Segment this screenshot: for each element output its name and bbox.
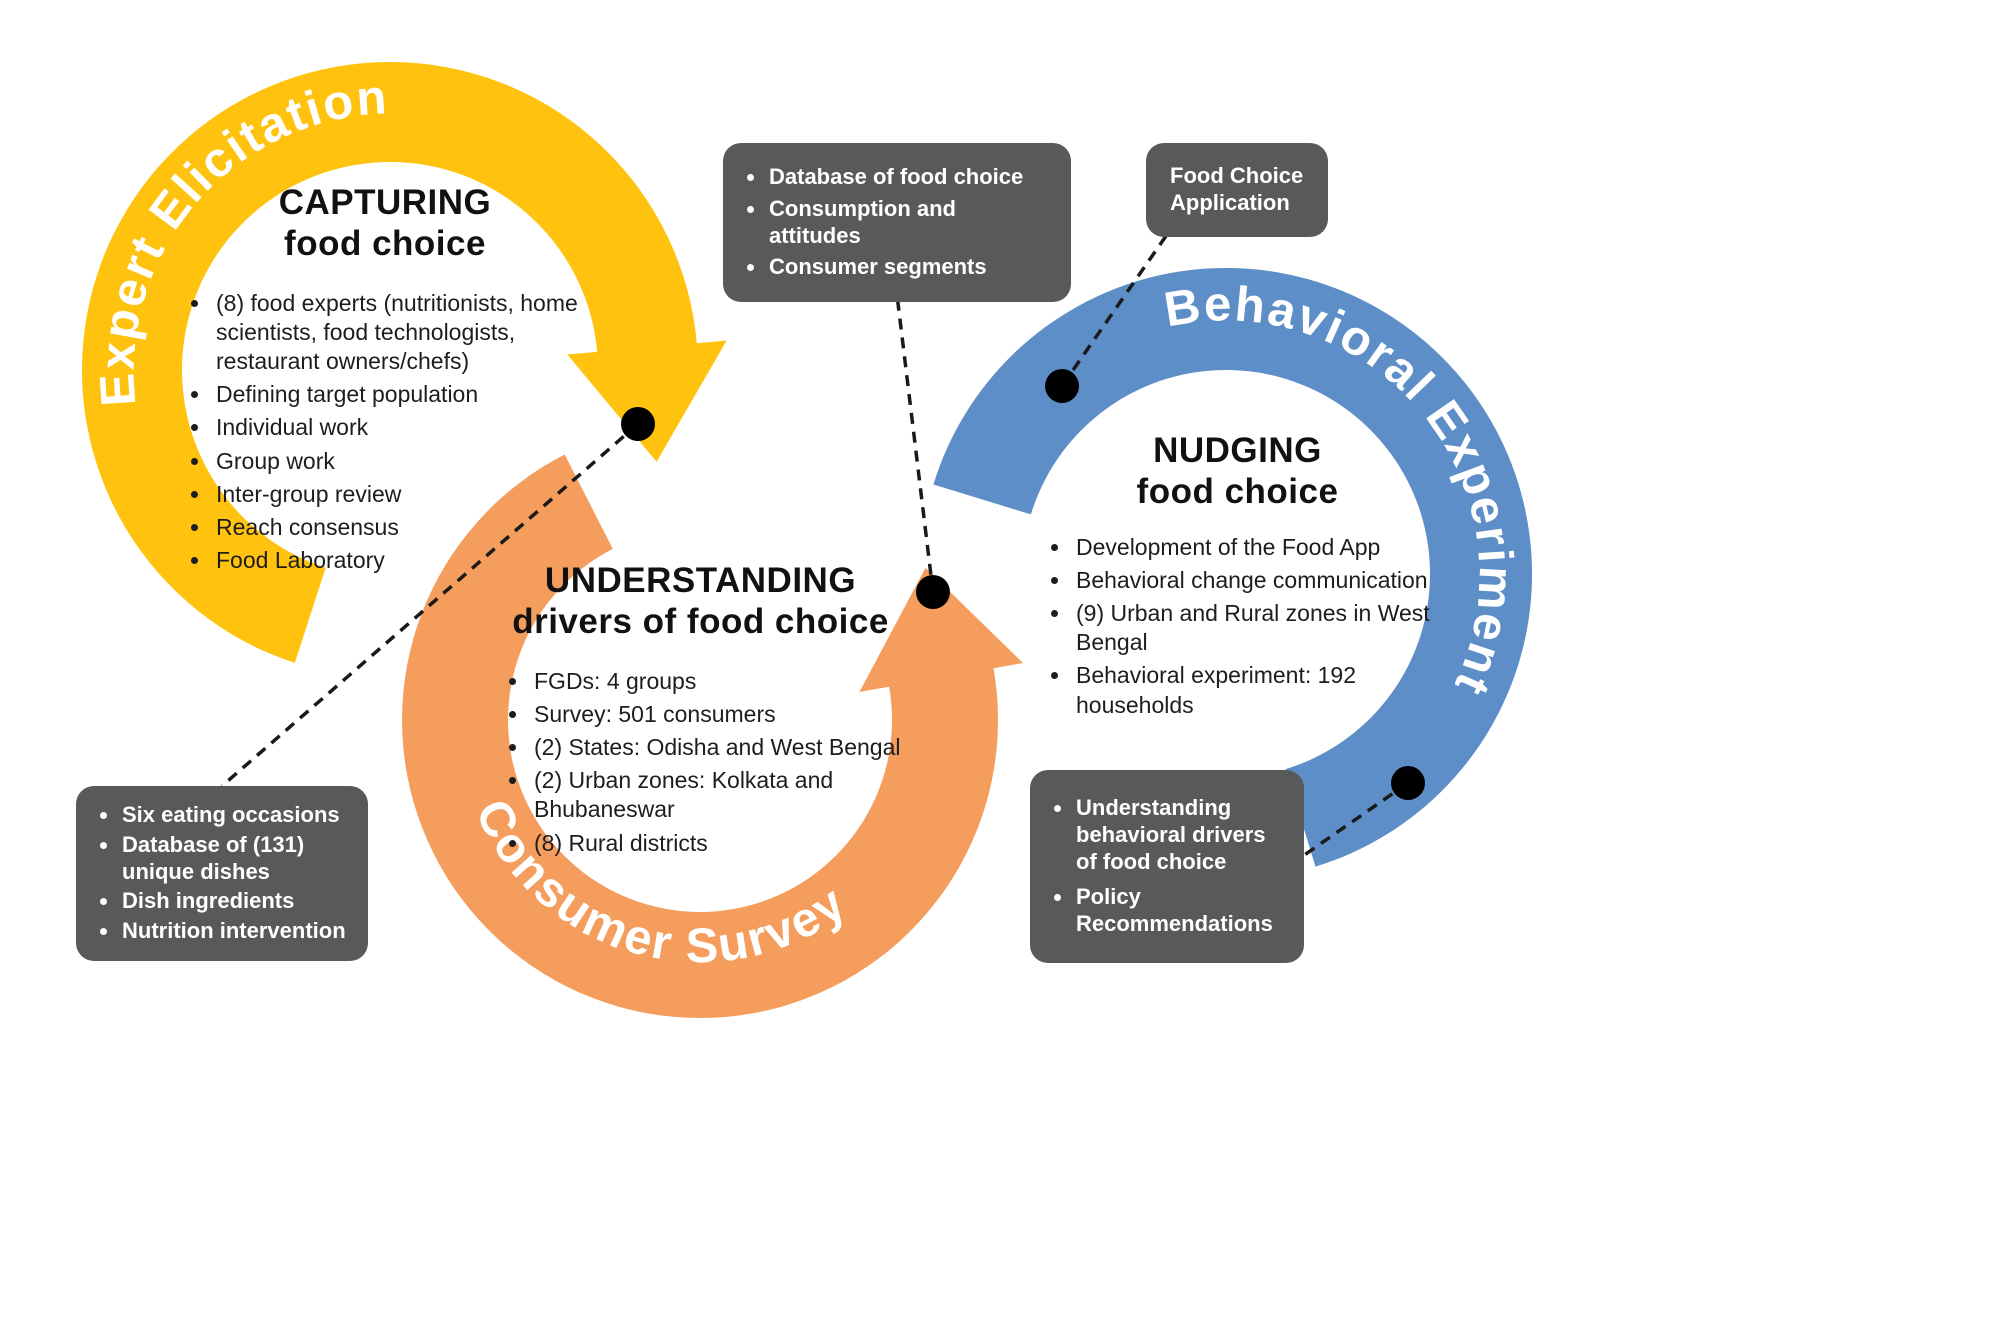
behavioral-outputs-list: Understanding behavioral drivers of food… [1050,795,1284,938]
connector-behavioral-outputs [1299,781,1409,860]
callout-item: Nutrition intervention [120,918,348,945]
expert-panel: CAPTURING food choice (8) food experts (… [180,182,590,579]
bullet-item: FGDs: 4 groups [530,667,903,696]
dot-behavioral-ring-bottom [1391,766,1425,800]
expert-ring-arrow [81,61,727,663]
bullet-item: (2) States: Odisha and West Bengal [530,733,903,762]
callout-item: Database of (131) unique dishes [120,832,348,886]
expert-panel-title: CAPTURING food choice [180,182,590,265]
consumer-title-line1: UNDERSTANDING [544,561,857,600]
bullet-item: Behavioral change communication [1072,566,1435,595]
dot-expert-consumer-junction [621,407,655,441]
consumer-outputs-callout: Database of food choice Consumption and … [723,143,1071,303]
callout-item: Consumer segments [767,254,1051,281]
expert-bullet-list: (8) food experts (nutritionists, home sc… [180,289,590,576]
food-choice-app-label: Food Choice Application [1170,163,1304,215]
callout-item: Consumption and attitudes [767,196,1051,250]
behavioral-bullet-list: Development of the Food App Behavioral c… [1040,533,1435,720]
bullet-item: Food Laboratory [212,546,590,575]
bullet-item: Reach consensus [212,513,590,542]
consumer-panel-title: UNDERSTANDING drivers of food choice [498,560,903,643]
behavioral-panel: NUDGING food choice Development of the F… [1040,430,1435,724]
bullet-item: Survey: 501 consumers [530,700,903,729]
bullet-item: Group work [212,447,590,476]
expert-title-line2: food choice [284,224,486,264]
behavioral-title-line1: NUDGING [1153,431,1322,470]
bullet-item: (2) Urban zones: Kolkata and Bhubaneswar [530,766,903,824]
consumer-title-line2: drivers of food choice [512,602,889,642]
callout-item: Database of food choice [767,164,1051,191]
bullet-item: Individual work [212,413,590,442]
bullet-item: Behavioral experiment: 192 households [1072,661,1435,719]
expert-title-line1: CAPTURING [278,183,492,222]
expert-outputs-callout: Six eating occasions Database of (131) u… [76,786,368,962]
dot-behavioral-ring-top [1045,369,1079,403]
consumer-panel: UNDERSTANDING drivers of food choice FGD… [498,560,903,862]
callout-item: Dish ingredients [120,888,348,915]
bullet-item: Inter-group review [212,480,590,509]
bullet-item: (8) Rural districts [530,829,903,858]
connector-expert-outputs [220,422,640,788]
callout-item: Policy Recommendations [1074,884,1284,938]
bullet-item: (8) food experts (nutritionists, home sc… [212,289,590,377]
behavioral-ring-arrow [933,267,1533,867]
consumer-bullet-list: FGDs: 4 groups Survey: 501 consumers (2)… [498,667,903,858]
behavioral-title-line2: food choice [1136,472,1339,512]
bullet-item: (9) Urban and Rural zones in West Bengal [1072,599,1435,657]
food-choice-app-callout: Food Choice Application [1146,143,1328,237]
bullet-item: Defining target population [212,380,590,409]
callout-item: Six eating occasions [120,802,348,829]
behavioral-panel-title: NUDGING food choice [1040,430,1435,513]
connector-consumer-outputs [891,261,935,593]
bullet-item: Development of the Food App [1072,533,1435,562]
callout-item: Understanding behavioral drivers of food… [1074,795,1284,875]
behavioral-outputs-callout: Understanding behavioral drivers of food… [1030,770,1304,964]
consumer-ring-arrow [402,454,1023,1019]
dot-consumer-arrow-tip [916,575,950,609]
connector-food-choice-app [1060,235,1168,387]
consumer-outputs-list: Database of food choice Consumption and … [743,164,1051,281]
expert-outputs-list: Six eating occasions Database of (131) u… [96,802,348,945]
